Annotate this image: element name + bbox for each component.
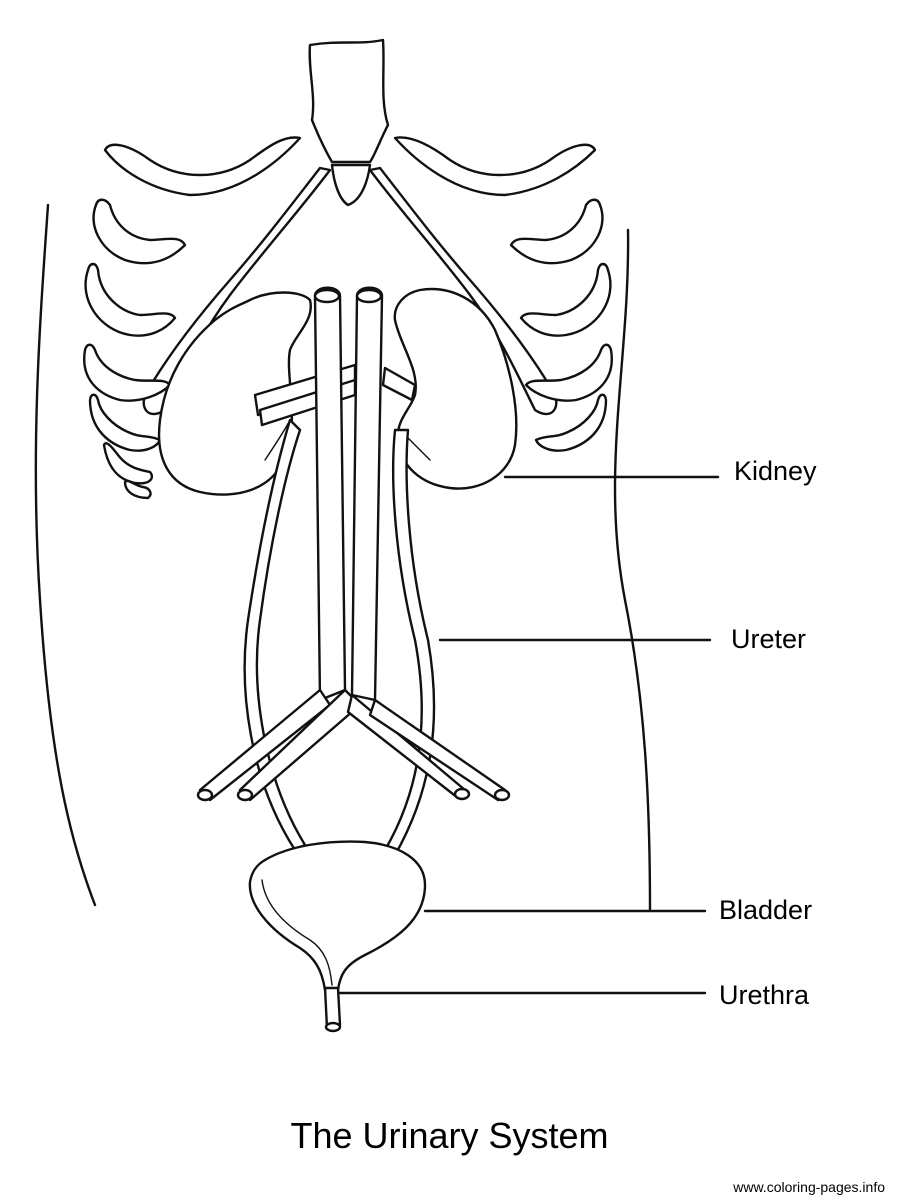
kidney-label: Kidney [734,456,817,486]
bladder-group [248,840,427,1033]
manubrium [308,38,390,164]
bladder-label: Bladder [719,895,813,925]
urethra-label: Urethra [719,980,810,1010]
sternum-body [330,163,372,207]
vena-cava [313,286,347,702]
diagram-title: The Urinary System [290,1115,609,1156]
right-ureter [383,428,436,857]
left-kidney [157,291,312,496]
kidneys [157,287,518,496]
ureter-label: Ureter [731,624,807,654]
bladder [248,840,427,992]
leader-lines [338,475,720,995]
major-vessels [196,286,511,802]
watermark-text: www.coloring-pages.info [733,1179,885,1195]
aorta [350,286,384,702]
right-kidney [393,287,518,490]
torso-outline [34,203,652,912]
